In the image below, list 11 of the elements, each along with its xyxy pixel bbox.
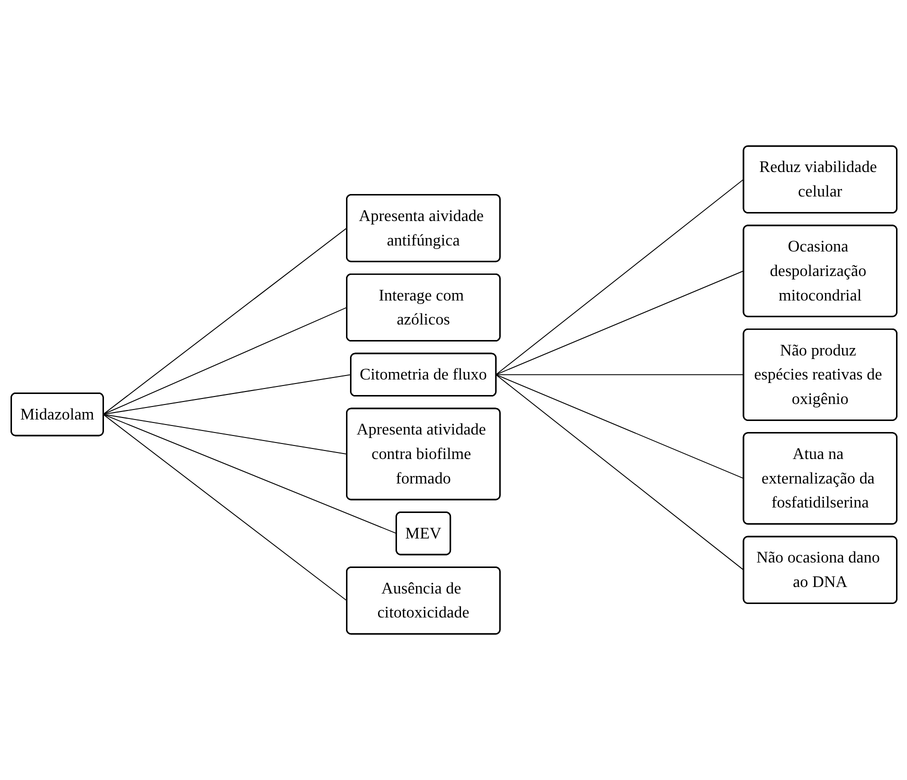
connector [102,414,347,454]
connector [494,374,744,479]
connector [494,374,744,570]
connector [494,178,744,376]
connector [102,414,347,602]
connector [102,414,396,534]
connector [494,270,744,376]
connector [494,374,744,376]
connector [102,374,351,415]
connector [102,307,347,415]
connector [102,228,347,415]
